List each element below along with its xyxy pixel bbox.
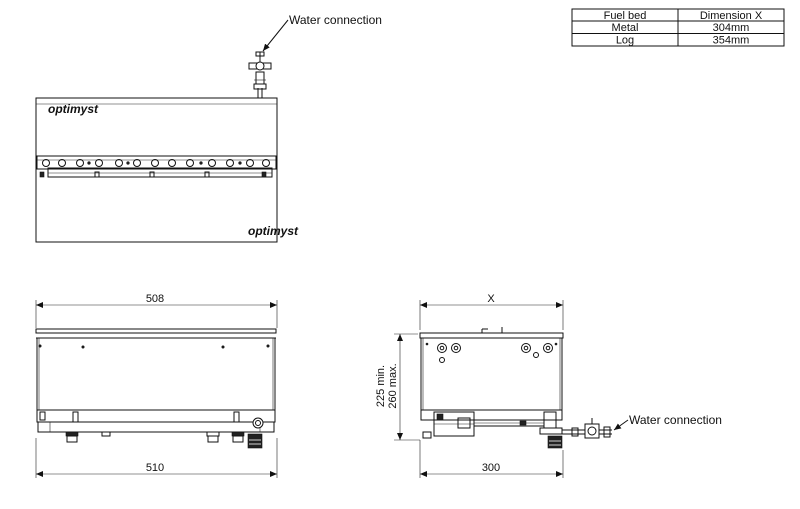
dimension-300-label: 300 (482, 462, 500, 474)
water-connection-leader-top (262, 19, 289, 52)
dimension-300: 300 (419, 440, 564, 478)
table-cell-log: Log (616, 35, 634, 47)
water-connection-leader-side (613, 419, 629, 431)
logo-optimyst-top: optimyst (48, 102, 99, 116)
water-connection-label-side: Water connection (629, 413, 722, 427)
dimension-508-label: 508 (146, 293, 164, 305)
dimension-510: 510 (35, 438, 278, 478)
table-cell-metal: Metal (612, 22, 639, 34)
dimension-height: 225 min. 260 max. (375, 333, 420, 441)
table-cell-log-dim: 354mm (713, 35, 750, 47)
table-header-dimension-x: Dimension X (700, 10, 763, 22)
dimension-table: Fuel bed Dimension X Metal 304mm Log 354… (571, 8, 785, 47)
height-min-label: 225 min. (375, 365, 387, 407)
dimension-508: 508 (35, 293, 278, 328)
side-view-right (419, 327, 564, 449)
water-fitting-side (562, 418, 612, 439)
logo-optimyst-bottom: optimyst (248, 224, 299, 238)
table-header-fuel-bed: Fuel bed (604, 10, 647, 22)
dimension-510-label: 510 (146, 462, 164, 474)
water-fitting-top (248, 51, 272, 98)
burner-discs (42, 159, 270, 167)
dimension-x-label: X (487, 293, 495, 305)
table-cell-metal-dim: 304mm (713, 22, 750, 34)
height-max-label: 260 max. (387, 363, 399, 408)
dimension-x: X (419, 293, 564, 330)
side-view-left (35, 328, 277, 449)
front-view: optimyst optimyst (35, 51, 299, 243)
water-connection-label-top: Water connection (289, 13, 382, 27)
